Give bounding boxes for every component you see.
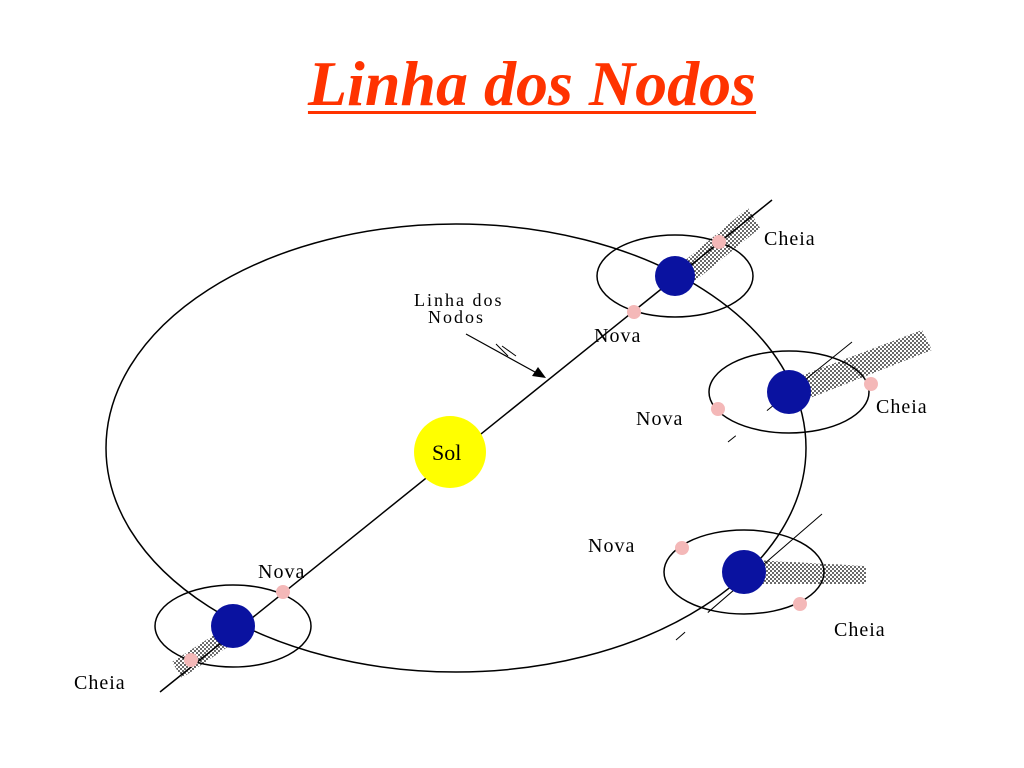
earth-orbit bbox=[105, 223, 807, 673]
shadow-cone-top bbox=[676, 208, 760, 290]
slide-title: Linha dos Nodos bbox=[307, 48, 757, 119]
shadow-cone-lower-right bbox=[752, 560, 866, 584]
shadow-cone-right bbox=[795, 330, 932, 402]
lower-left-full-label: Cheia bbox=[74, 672, 126, 694]
right-new-label: Nova bbox=[636, 408, 683, 430]
top-new-label: Nova bbox=[594, 325, 641, 347]
sun bbox=[414, 416, 486, 488]
moon-orbit-lower-left bbox=[154, 584, 312, 668]
moon-top-full bbox=[712, 235, 726, 249]
pointer-feather-2 bbox=[501, 345, 517, 357]
earth-lower-right bbox=[722, 550, 766, 594]
moon-lower-right-new bbox=[675, 541, 689, 555]
moon-right-new bbox=[711, 402, 725, 416]
earth-lower-left bbox=[211, 604, 255, 648]
moon-lower-right-full bbox=[793, 597, 807, 611]
right-full-label: Cheia bbox=[876, 396, 928, 418]
moon-lower-left-full bbox=[184, 653, 198, 667]
lower-right-full-label: Cheia bbox=[834, 619, 886, 641]
earth-top bbox=[655, 256, 695, 296]
moon-orbit-right bbox=[708, 350, 870, 434]
top-full-label: Cheia bbox=[764, 228, 816, 250]
pointer-feather bbox=[495, 343, 509, 357]
moon-orbit-top bbox=[596, 234, 754, 318]
line-of-nodes-label-line1: Linha dos bbox=[414, 290, 504, 310]
lower-left-new-label: Nova bbox=[258, 561, 305, 583]
line-of-nodes-pointer bbox=[465, 333, 545, 378]
moon-right-full bbox=[864, 377, 878, 391]
line-of-nodes-label-line2: Nodos bbox=[428, 307, 485, 327]
sun-label: Sol bbox=[432, 440, 461, 465]
pointer-arrowhead bbox=[532, 367, 546, 378]
moon-top-new bbox=[627, 305, 641, 319]
lower-right-new-label: Nova bbox=[588, 535, 635, 557]
earth-right bbox=[767, 370, 811, 414]
moon-orbit-lower-right bbox=[663, 529, 825, 615]
moon-lower-left-new bbox=[276, 585, 290, 599]
